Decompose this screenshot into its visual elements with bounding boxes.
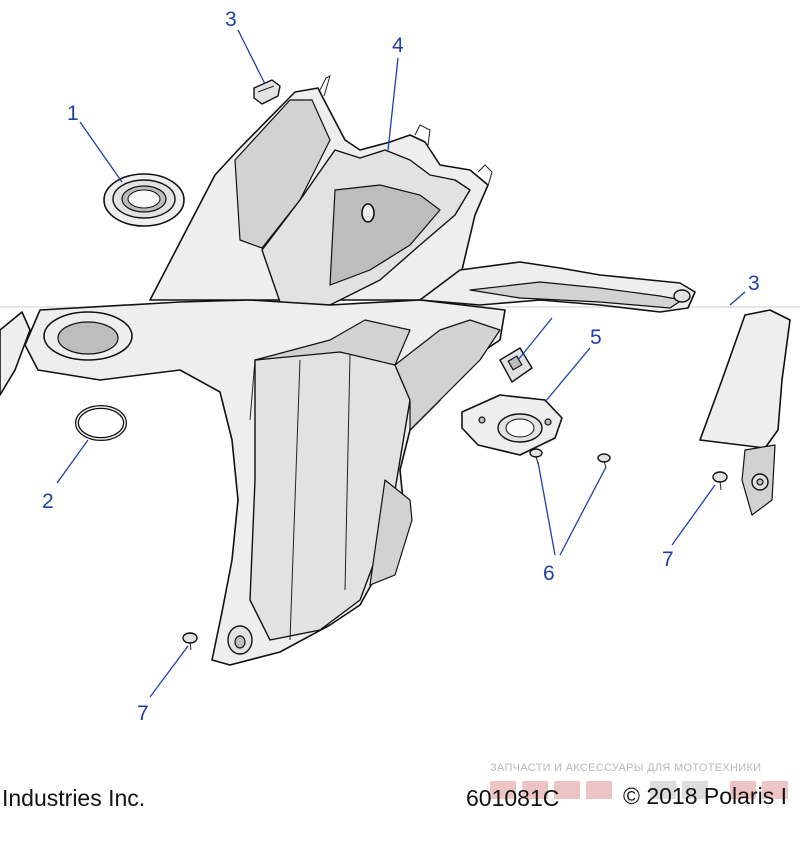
callout-4: 4 [392,34,404,57]
leader-2 [56,439,89,484]
part-7-rivet-left [182,632,198,651]
left-edge-shell [0,311,31,396]
lower-fender-body [24,299,506,666]
leader-1 [79,121,123,183]
part-1-grommet [103,173,185,227]
leader-3-right [729,291,746,306]
part-3-clip-top [253,79,281,105]
leader-4 [387,57,399,151]
leader-7-left [149,645,189,698]
leader-7-right [671,484,716,546]
callout-1: 1 [67,102,79,125]
callout-3-top: 3 [225,8,237,31]
part-6-screw-b [597,453,611,469]
figure-code: 601081C [466,785,560,811]
watermark-text: ЗАПЧАСТИ И АКСЕССУАРЫ ДЛЯ МОТОТЕХНИКИ [490,762,762,774]
leader-6b [559,466,607,556]
part-6-screw-a [529,448,543,465]
watermark-logo [490,781,788,799]
part-7-rivet-right [712,471,728,491]
copyright-text: © 2018 Polaris I [623,783,787,809]
leader-6a [537,461,556,556]
leader-5a [544,347,591,403]
upper-fender-shell [149,75,493,306]
right-side-arm [419,261,696,313]
part-5-gasket-plate [461,394,563,456]
callout-7-left: 7 [137,702,149,725]
callout-5: 5 [590,326,602,349]
callout-2: 2 [42,490,54,513]
leader-5b [517,317,553,361]
leader-3-top [237,29,266,85]
footer-left-text: Industries Inc. [2,785,146,811]
right-side-panel [699,309,791,516]
part-5-nut-clip [499,347,533,383]
callout-3-right: 3 [748,272,760,295]
callout-7-right: 7 [662,548,674,571]
callout-6: 6 [543,562,555,585]
